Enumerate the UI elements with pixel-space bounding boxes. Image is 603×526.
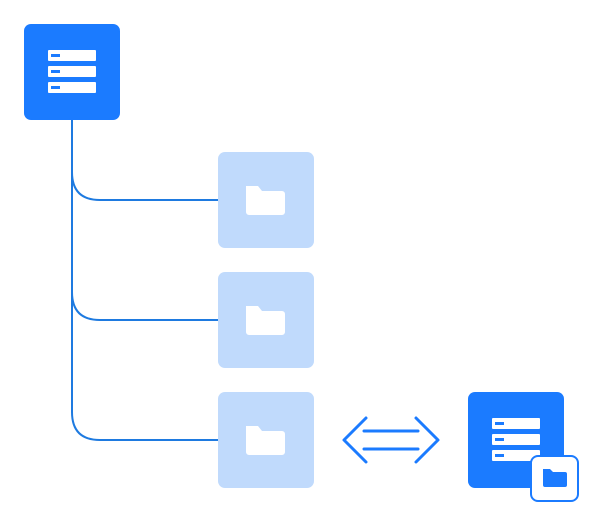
folder-node-3 — [218, 392, 314, 488]
folder-icon — [543, 469, 567, 487]
folder-icon — [246, 426, 285, 455]
folder-node-1 — [218, 152, 314, 248]
server-icon — [48, 50, 96, 93]
connector-branch-1 — [71, 171, 219, 201]
bidirectional-arrow-icon — [342, 416, 440, 464]
tree-connectors — [71, 119, 219, 441]
connector-branch-3 — [71, 411, 219, 441]
root-server-node — [24, 24, 120, 120]
folder-badge — [530, 455, 579, 502]
server-icon — [492, 418, 540, 461]
connector-branch-2 — [71, 291, 219, 321]
target-server-node — [468, 392, 579, 502]
folder-icon — [246, 306, 285, 335]
folder-node-2 — [218, 272, 314, 368]
folder-icon — [246, 186, 285, 215]
